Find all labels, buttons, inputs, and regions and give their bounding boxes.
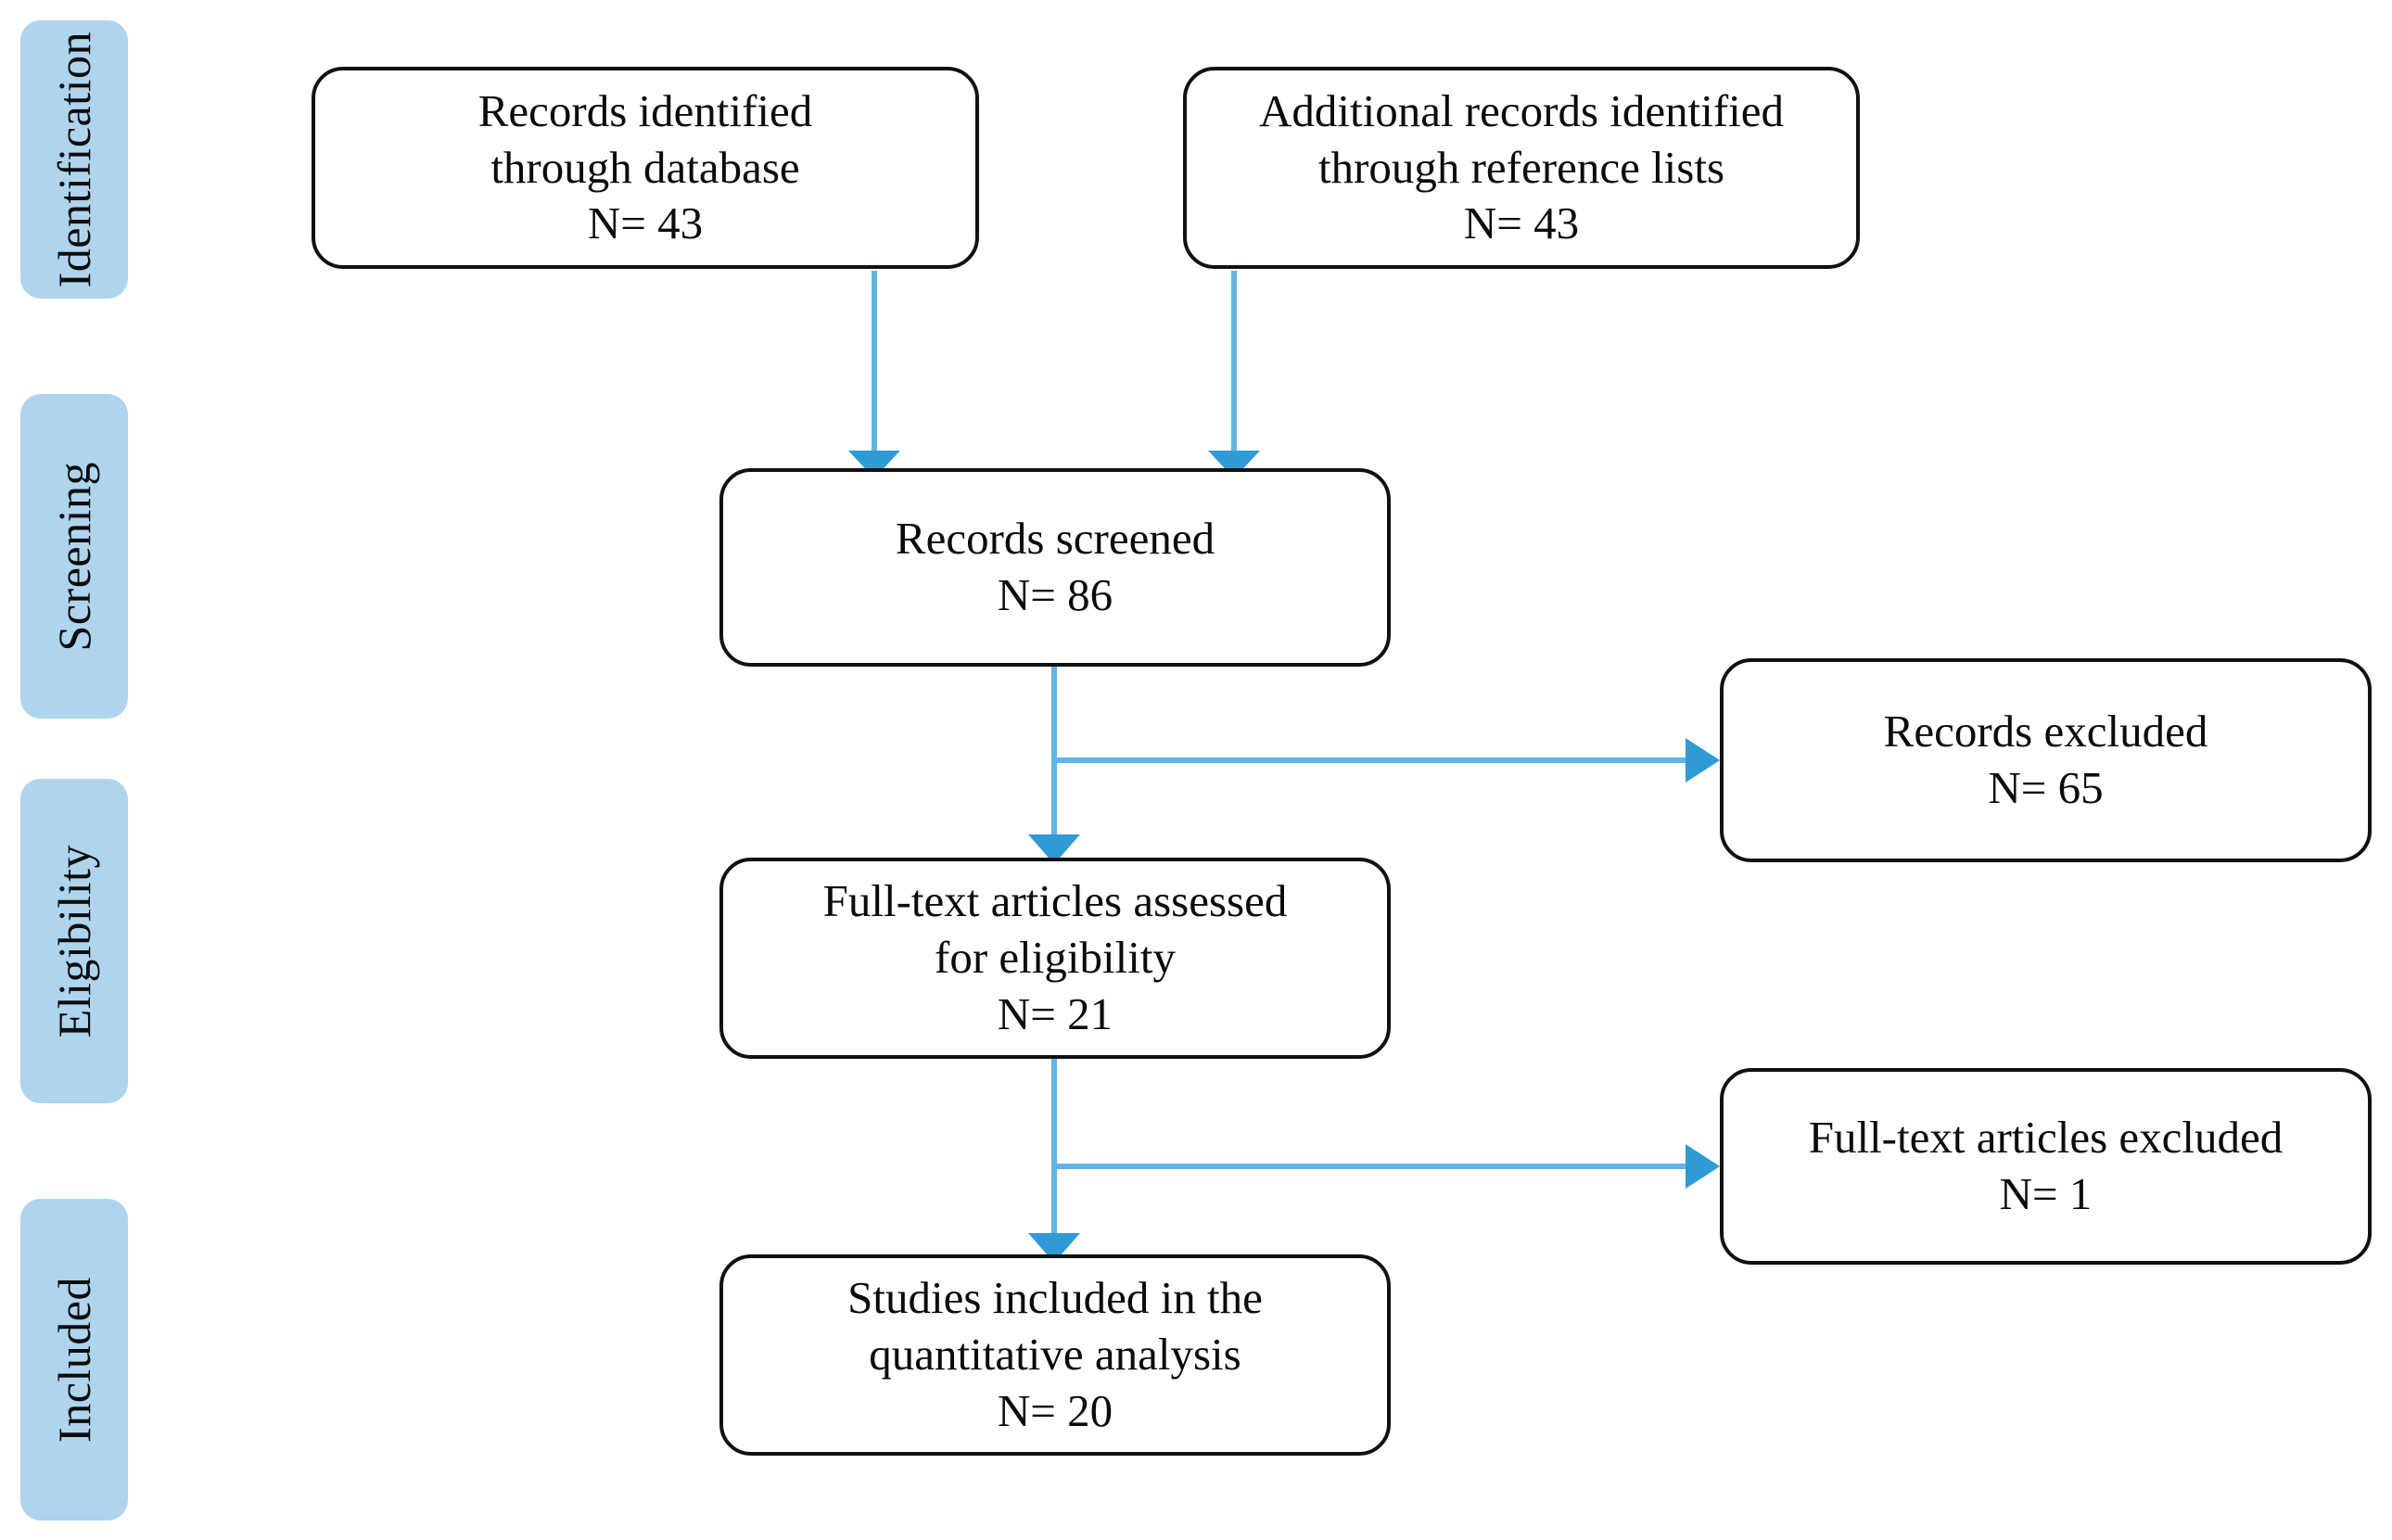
- stage-label-eligibility-text: Eligibility: [48, 844, 100, 1038]
- box-line: Studies included in the: [847, 1272, 1263, 1324]
- box-line: through reference lists: [1317, 141, 1725, 193]
- box-records-identified-database: Records identified through database N= 4…: [312, 67, 979, 269]
- arrow-fulltext-to-fulltext-excluded: [1054, 1144, 1720, 1189]
- box-count: N= 65: [1988, 762, 2104, 813]
- arrow-screened-to-records-excluded: [1054, 738, 1720, 783]
- arrow-fulltext-to-included: [1028, 1059, 1080, 1263]
- box-count: N= 20: [997, 1384, 1113, 1436]
- box-count: N= 86: [997, 569, 1113, 620]
- arrow-reference-to-screened: [1208, 271, 1260, 478]
- stage-label-identification-text: Identification: [48, 31, 100, 288]
- box-records-screened: Records screened N= 86: [719, 468, 1391, 667]
- box-line: Additional records identified: [1258, 84, 1785, 136]
- stage-label-screening-text: Screening: [48, 461, 100, 652]
- box-count: N= 43: [1463, 197, 1580, 249]
- arrow-screened-to-fulltext: [1028, 667, 1080, 864]
- arrow-database-to-screened: [848, 271, 900, 478]
- box-records-identified-reference-lists: Additional records identified through re…: [1183, 67, 1860, 269]
- box-count: N= 1: [1999, 1168, 2093, 1219]
- box-line: through database: [490, 141, 800, 193]
- box-count: N= 21: [997, 987, 1113, 1039]
- box-line: Records screened: [895, 513, 1215, 565]
- stage-label-eligibility: Eligibility: [20, 779, 128, 1103]
- box-line: for eligibility: [935, 932, 1176, 984]
- box-count: N= 43: [587, 197, 704, 249]
- stage-label-included: Included: [20, 1199, 128, 1521]
- box-line: quantitative analysis: [869, 1329, 1241, 1381]
- box-studies-included: Studies included in the quantitative ana…: [719, 1254, 1391, 1456]
- stage-label-identification: Identification: [20, 20, 128, 299]
- box-fulltext-articles-assessed: Full-text articles assessed for eligibil…: [719, 858, 1391, 1059]
- box-line: Full-text articles excluded: [1808, 1112, 2284, 1164]
- box-line: Records identified: [477, 84, 813, 136]
- stage-label-screening: Screening: [20, 394, 128, 719]
- box-line: Records excluded: [1883, 706, 2208, 757]
- stage-label-included-text: Included: [48, 1277, 100, 1443]
- box-records-excluded: Records excluded N= 65: [1720, 658, 2372, 862]
- box-line: Full-text articles assessed: [822, 875, 1288, 927]
- box-fulltext-articles-excluded: Full-text articles excluded N= 1: [1720, 1068, 2372, 1265]
